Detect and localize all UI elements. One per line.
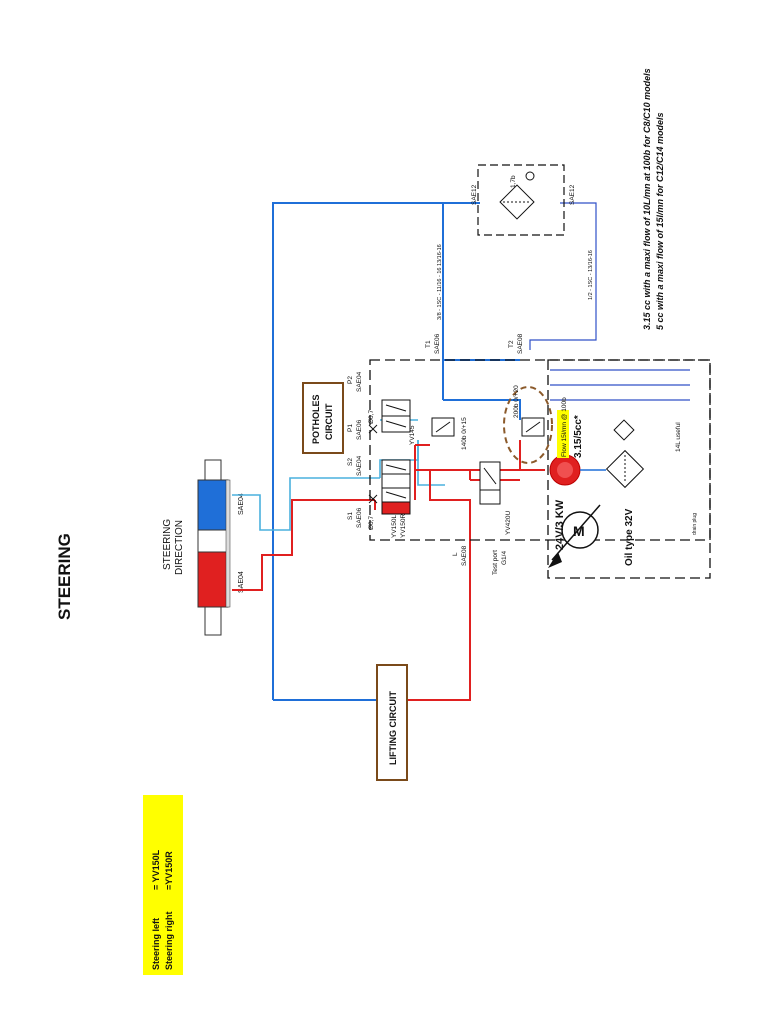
hose-2-label: 1/2 - 1SC - 13/16-16 [588,250,594,300]
port-p2: P2 [347,376,354,384]
legend-left-value: = YV150L [151,849,161,890]
flow-highlight [557,410,569,458]
relief-140b-label: 140b 0/+15 [461,417,468,450]
breather-icon [613,419,635,441]
relief-200b-label: 200b 0/+20 [513,385,520,418]
note-line-2: 5 cc with a maxi flow of 15l/mn for C12/… [655,112,665,330]
valve-yv420u [479,461,501,505]
valve-yv420u-label: YV420U [505,510,512,535]
relief-valve-200b [521,417,545,437]
potholes-circuit-box: POTHOLES CIRCUIT [302,382,344,454]
valve-block [369,359,711,541]
return-filter-block [477,164,565,236]
lifting-circuit-box: LIFTING CIRCUIT [376,664,408,781]
lifting-circuit-label: LIFTING CIRCUIT [388,691,398,765]
power-unit-block [547,359,711,579]
steering-cylinder [197,459,231,636]
page-title: STEERING [55,533,74,620]
filter-sae-left: SAE12 [471,184,478,205]
valve-yv145 [381,399,411,433]
pump-flow: Flow 15l/mn @ 100b [561,397,568,457]
motor-m-label: M [573,523,585,539]
port-l-sae: SAE08 [461,545,468,566]
port-t2-sae: SAE08 [517,333,524,354]
legend-left-label: Steering left [151,918,161,970]
cylinder-title-line2: DIRECTION [174,520,185,575]
valve-yv150r-label: YV150R [400,513,407,538]
motor-arrowhead-icon [548,552,562,568]
return-lines [272,202,521,701]
legend-box: Steering left = YV150L Steering right =Y… [143,795,183,975]
filter-pressure-label: 1,7b [510,175,517,188]
port-s2-sae: SAE04 [356,455,363,476]
test-port-line2: G1/4 [501,551,508,565]
valve-yv145-label: YV145 [409,425,416,445]
port-s1-sae: SAE06 [356,507,363,528]
check-valve-icon [525,171,535,181]
port-s2: S2 [347,458,354,466]
highlight-ring [503,386,553,464]
legend-right-value: =YV150R [164,851,174,890]
port-t1-sae: SAE06 [434,333,441,354]
potholes-label-line2: CIRCUIT [324,403,334,440]
legend-right-label: Steering right [164,911,174,970]
oil-type: Oil type 32V [624,508,635,566]
motor-rating: 24V/3 KW [554,499,566,550]
pump-displacement: 3.15/5cc* [573,415,584,458]
hose-1-label: 3/8 - 1SC - 11/16 - 16 13/16-16 [437,244,443,320]
drain-plug-label: drain plug [692,513,698,535]
valve-yv150 [381,459,411,515]
orifice-1-label: Ø0,7 [368,410,375,424]
filter-sae-right: SAE12 [569,184,576,205]
cylinder-title-line1: STEERING [162,519,173,570]
valve-yv150l-label: YV150L [391,514,398,538]
cylinder-port-top: SAE04 [238,493,245,515]
pump-inner-icon [557,462,573,478]
port-t1: T1 [425,340,432,348]
tank-return-line [529,202,690,401]
port-p1: P1 [347,424,354,432]
cylinder-port-bottom: SAE04 [238,571,245,593]
orifice-marks [368,424,378,504]
port-p1-sae: SAE06 [356,419,363,440]
motor-arrow [551,504,601,561]
port-p2-sae: SAE04 [356,371,363,392]
relief-valve-140b [431,417,455,437]
note-line-1: 3.15 cc with a maxi flow of 10L/mn at 10… [642,68,652,330]
potholes-label-line1: POTHOLES [311,394,321,444]
port-s1: S1 [347,512,354,520]
tank-useful-label: 14L useful [675,422,682,452]
orifice-2-label: Ø0,7 [368,516,375,530]
test-port-line1: Test port [492,550,499,575]
port-t2: T2 [508,340,515,348]
port-l: L [452,552,459,556]
